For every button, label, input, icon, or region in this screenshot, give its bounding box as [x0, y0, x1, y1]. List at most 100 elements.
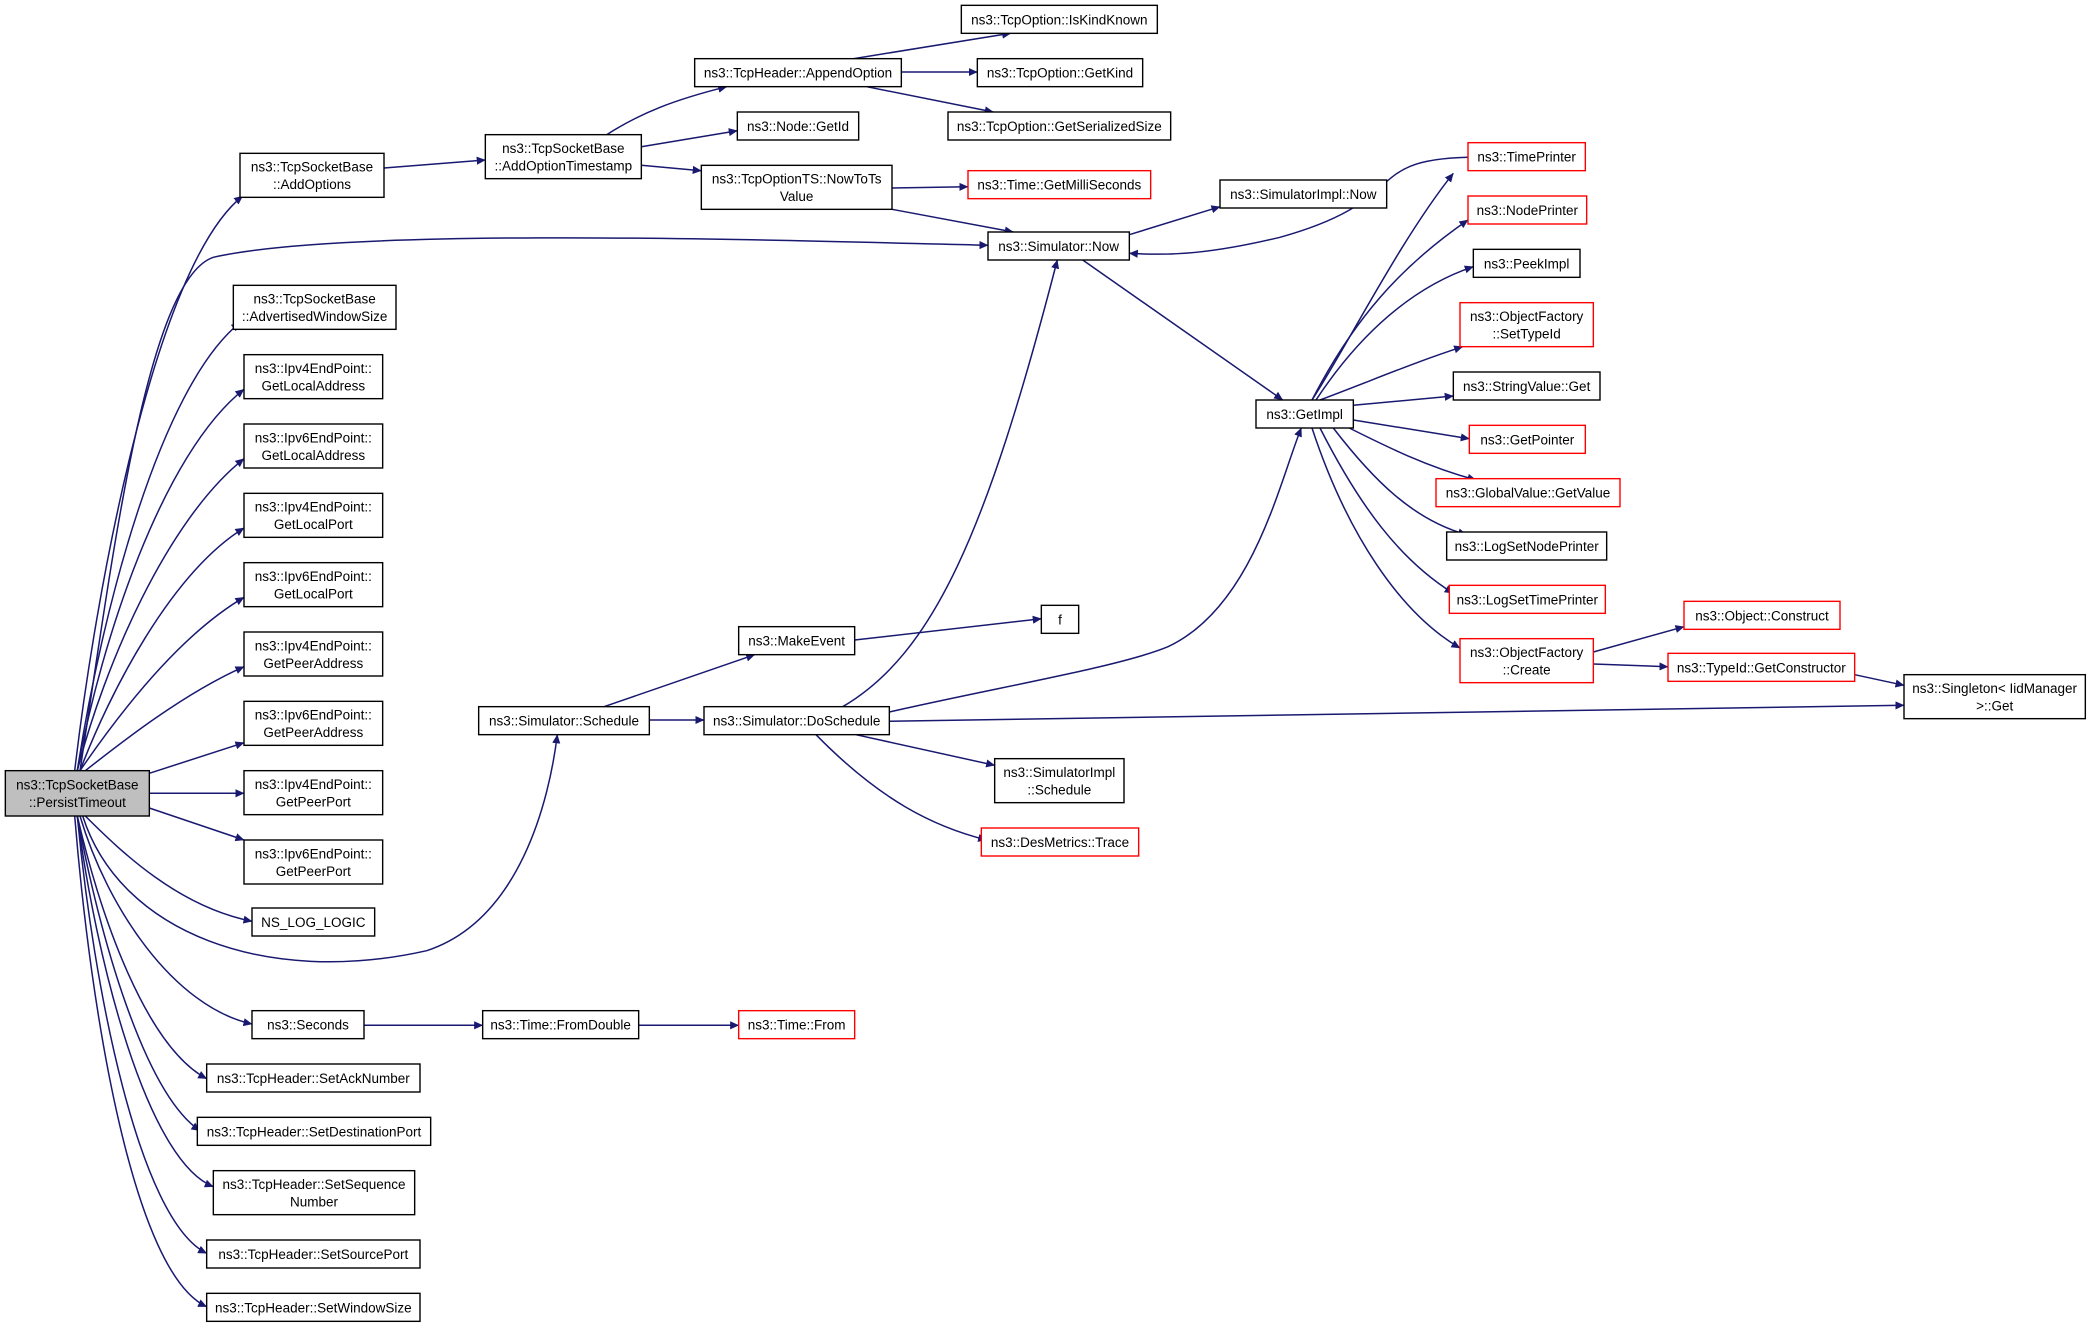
node-box	[243, 631, 384, 677]
node-simNow[interactable]: ns3::Simulator::Now	[987, 231, 1131, 261]
node-advWin[interactable]: ns3::TcpSocketBase::AdvertisedWindowSize	[232, 284, 397, 331]
node-label-line: ns3::TcpSocketBase	[251, 160, 373, 175]
node-box	[481, 1009, 640, 1040]
node-ofCreate[interactable]: ns3::ObjectFactory::Create	[1459, 637, 1595, 684]
edge-simNow-to-getImpl	[1082, 259, 1284, 401]
node-label-line: ns3::Time::GetMilliSeconds	[977, 178, 1141, 193]
node-getImpl[interactable]: ns3::GetImpl	[1255, 399, 1355, 429]
node-box	[737, 625, 856, 656]
node-implSchedule[interactable]: ns3::SimulatorImpl::Schedule	[993, 757, 1125, 804]
node-label-line: ns3::PeekImpl	[1484, 256, 1570, 271]
node-label-line: ns3::TcpSocketBase	[502, 141, 624, 156]
node-ipv6LocalPort[interactable]: ns3::Ipv6EndPoint::GetLocalPort	[243, 561, 384, 608]
node-getMilli[interactable]: ns3::Time::GetMilliSeconds	[967, 169, 1152, 200]
node-box	[967, 169, 1152, 200]
node-label-line: ns3::Time::From	[748, 1018, 846, 1033]
node-nsLogLogic[interactable]: NS_LOG_LOGIC	[251, 907, 376, 937]
node-seconds[interactable]: ns3::Seconds	[251, 1009, 365, 1040]
node-getKind[interactable]: ns3::TcpOption::GetKind	[976, 57, 1144, 88]
edge-addOptTs-to-appendOption	[606, 84, 728, 136]
edge-appendOption-to-getSerSize	[866, 85, 994, 115]
node-label-line: ns3::ObjectFactory	[1470, 645, 1584, 660]
node-peekImpl[interactable]: ns3::PeekImpl	[1472, 248, 1581, 279]
node-label-line: ns3::Ipv6EndPoint::	[255, 430, 372, 445]
node-getConstructor[interactable]: ns3::TypeId::GetConstructor	[1667, 652, 1856, 683]
node-setWinSize[interactable]: ns3::TcpHeader::SetWindowSize	[205, 1292, 421, 1323]
node-label-line: ns3::TcpSocketBase	[254, 292, 376, 307]
node-box	[1255, 399, 1355, 429]
node-doSchedule[interactable]: ns3::Simulator::DoSchedule	[703, 705, 891, 736]
node-label-line: ns3::DesMetrics::Trace	[991, 835, 1129, 850]
node-root[interactable]: ns3::TcpSocketBase::PersistTimeout	[4, 769, 151, 817]
node-gvGetValue[interactable]: ns3::GlobalValue::GetValue	[1435, 477, 1621, 508]
edge-root-to-advWin	[76, 322, 241, 771]
node-objConstruct[interactable]: ns3::Object::Construct	[1683, 600, 1841, 631]
node-getSerSize[interactable]: ns3::TcpOption::GetSerializedSize	[947, 111, 1172, 141]
node-f[interactable]: f	[1040, 604, 1080, 635]
node-implNow[interactable]: ns3::SimulatorImpl::Now	[1219, 179, 1388, 209]
node-getPointer[interactable]: ns3::GetPointer	[1468, 424, 1587, 455]
node-ipv4PeerPort[interactable]: ns3::Ipv4EndPoint::GetPeerPort	[243, 769, 384, 816]
node-box	[205, 1239, 421, 1269]
node-label-line: GetPeerPort	[276, 794, 351, 809]
node-box	[484, 133, 643, 180]
node-timeFrom[interactable]: ns3::Time::From	[737, 1009, 856, 1040]
node-box	[993, 757, 1125, 804]
node-box	[737, 1009, 856, 1040]
node-box	[1468, 424, 1587, 455]
edge-getImpl-to-logSetTime	[1319, 427, 1454, 594]
node-ipv6LocalAddr[interactable]: ns3::Ipv6EndPoint::GetLocalAddress	[243, 423, 384, 469]
node-ipv6PeerPort[interactable]: ns3::Ipv6EndPoint::GetPeerPort	[243, 839, 384, 885]
edge-getConstructor-to-singletonGet	[1854, 673, 1905, 688]
node-label-line: ns3::Ipv6EndPoint::	[255, 708, 372, 723]
node-logSetTime[interactable]: ns3::LogSetTimePrinter	[1448, 584, 1607, 615]
node-setDestPort[interactable]: ns3::TcpHeader::SetDestinationPort	[196, 1116, 432, 1147]
edge-ofCreate-to-objConstruct	[1593, 625, 1685, 653]
node-box	[243, 561, 384, 608]
node-isKindKnown[interactable]: ns3::TcpOption::IsKindKnown	[960, 4, 1159, 35]
edge-appendOption-to-isKindKnown	[853, 30, 1012, 60]
node-setAck[interactable]: ns3::TcpHeader::SetAckNumber	[205, 1063, 421, 1093]
edge-doSchedule-to-simNow	[842, 259, 1060, 708]
node-addOptTs[interactable]: ns3::TcpSocketBase::AddOptionTimestamp	[484, 133, 643, 180]
node-label-line: GetLocalPort	[274, 517, 353, 532]
node-appendOption[interactable]: ns3::TcpHeader::AppendOption	[693, 57, 903, 88]
node-box	[243, 423, 384, 469]
node-strGet[interactable]: ns3::StringValue::Get	[1452, 371, 1601, 401]
node-label-line: ns3::TcpOption::IsKindKnown	[971, 12, 1147, 27]
node-makeEvent[interactable]: ns3::MakeEvent	[737, 625, 856, 656]
node-ipv6PeerAddr[interactable]: ns3::Ipv6EndPoint::GetPeerAddress	[243, 700, 384, 747]
node-singletonGet[interactable]: ns3::Singleton< IidManager >::Get	[1903, 673, 2087, 720]
edge-ofCreate-to-getConstructor	[1593, 662, 1669, 671]
nodes-layer: ns3::TcpSocketBase::PersistTimeoutns3::T…	[4, 4, 2087, 1323]
edge-root-to-setAck	[76, 815, 208, 1080]
node-logSetNode[interactable]: ns3::LogSetNodePrinter	[1445, 531, 1608, 561]
node-addOptions[interactable]: ns3::TcpSocketBase::AddOptions	[239, 152, 385, 199]
edge-root-to-nsLogLogic	[84, 815, 253, 924]
node-label-line: ns3::Simulator::Now	[998, 239, 1119, 254]
node-ipv4LocalAddr[interactable]: ns3::Ipv4EndPoint::GetLocalAddress	[243, 353, 384, 400]
node-box	[1903, 673, 2087, 720]
node-ipv4LocalPort[interactable]: ns3::Ipv4EndPoint::GetLocalPort	[243, 492, 384, 539]
node-fromDouble[interactable]: ns3::Time::FromDouble	[481, 1009, 640, 1040]
edge-root-to-setWinSize	[73, 815, 208, 1308]
node-label-line: GetPeerPort	[276, 864, 351, 879]
edge-root-to-ipv4LocalAddr	[76, 388, 245, 771]
node-setSrcPort[interactable]: ns3::TcpHeader::SetSourcePort	[205, 1239, 421, 1269]
node-label-line: ns3::Node::GetId	[747, 119, 849, 134]
node-box	[251, 907, 376, 937]
node-desTrace[interactable]: ns3::DesMetrics::Trace	[980, 827, 1140, 857]
node-label-line: ::AddOptions	[273, 177, 351, 192]
node-nodePrinter[interactable]: ns3::NodePrinter	[1467, 195, 1588, 225]
node-label-line: ns3::Object::Construct	[1695, 608, 1829, 623]
node-schedule[interactable]: ns3::Simulator::Schedule	[477, 705, 651, 736]
node-timePrinter[interactable]: ns3::TimePrinter	[1467, 141, 1587, 172]
node-ipv4PeerAddr[interactable]: ns3::Ipv4EndPoint::GetPeerAddress	[243, 631, 384, 677]
node-label-line: ns3::Ipv6EndPoint::	[255, 569, 372, 584]
edge-nowToTs-to-getMilli	[891, 182, 969, 191]
node-box	[1459, 637, 1595, 684]
node-nodeGetId[interactable]: ns3::Node::GetId	[736, 111, 860, 141]
node-ofSetTypeId[interactable]: ns3::ObjectFactory::SetTypeId	[1459, 301, 1595, 348]
